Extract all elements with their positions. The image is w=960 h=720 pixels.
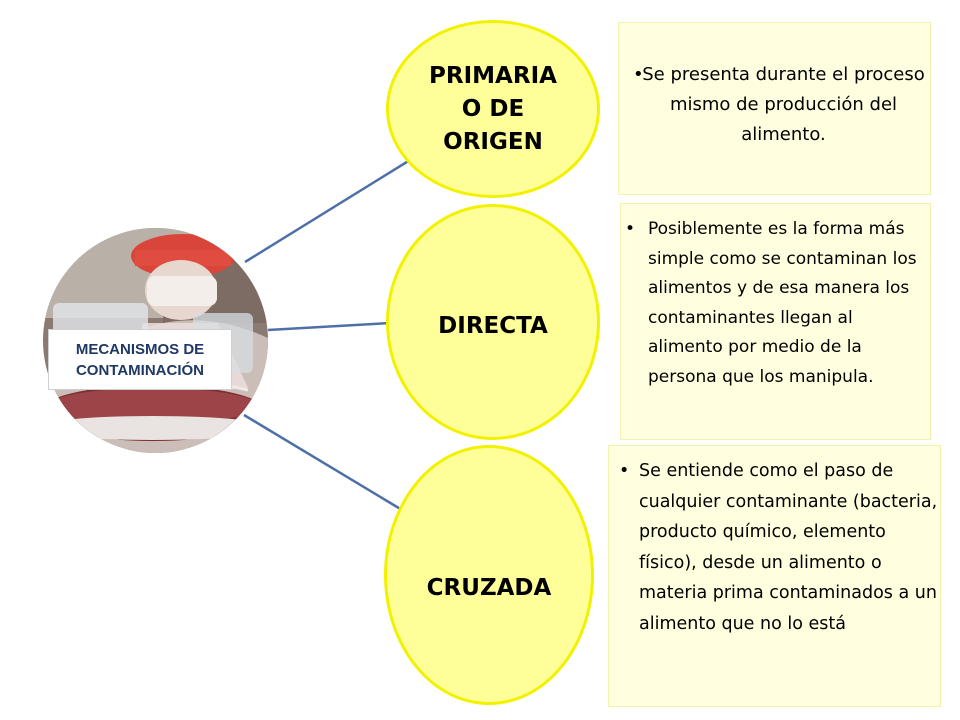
branch-directa-title: DIRECTA: [438, 312, 548, 339]
connector-cruzada: [243, 413, 403, 512]
branch-primaria-node: PRIMARIA O DE ORIGEN: [386, 20, 600, 198]
central-topic: MECANISMOS DE CONTAMINACIÓN: [48, 329, 232, 390]
connector-primaria: [244, 158, 411, 264]
description-box-cruzada: • Se entiende como el paso de cualquier …: [608, 445, 941, 707]
description-item: • Se entiende como el paso de cualquier …: [609, 456, 940, 639]
branch-directa-node: DIRECTA: [386, 204, 600, 440]
branch-cruzada-node: CRUZADA: [384, 445, 594, 705]
bullet-icon: •: [625, 219, 636, 239]
branch-cruzada-title: CRUZADA: [426, 574, 552, 601]
connector-directa: [267, 321, 391, 332]
description-box-primaria: • Se presenta durante el proceso mismo d…: [618, 22, 931, 195]
description-item: • Posiblemente es la forma más simple co…: [621, 215, 930, 392]
bullet-icon: •: [619, 461, 630, 481]
description-item: • Se presenta durante el proceso mismo d…: [619, 60, 930, 150]
description-text-cruzada: Se entiende como el paso de cualquier co…: [639, 461, 938, 634]
description-text-primaria: Se presenta durante el proceso mismo de …: [642, 64, 925, 145]
description-text-directa: Posiblemente es la forma más simple como…: [648, 219, 917, 387]
bullet-icon: •: [633, 64, 644, 85]
description-box-directa: • Posiblemente es la forma más simple co…: [620, 203, 931, 440]
branch-primaria-title: PRIMARIA O DE ORIGEN: [429, 62, 557, 155]
